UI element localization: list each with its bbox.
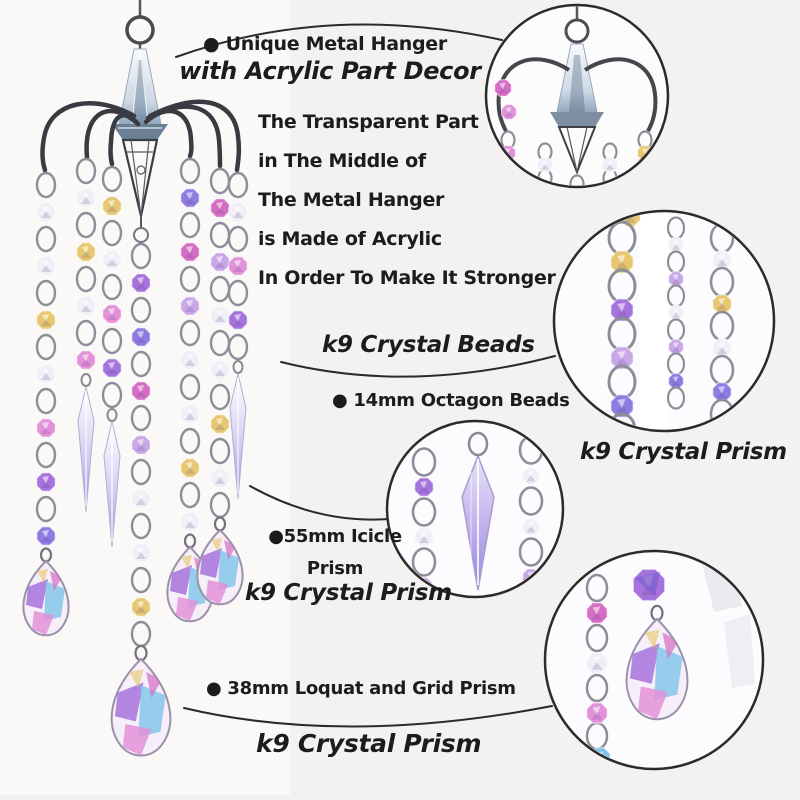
icicle-detail-block: ●55mm Icicle Prism [240, 521, 430, 585]
crystal-chains [22, 157, 249, 757]
label-14mm-octagon-beads: ● 14mm Octagon Beads [332, 390, 570, 411]
label-acrylic-part-decor: with Acrylic Part Decor [179, 57, 481, 85]
label-k9-crystal-beads: k9 Crystal Beads [322, 332, 535, 358]
callout-circle-hanger [484, 3, 670, 189]
bead-chain [196, 167, 244, 606]
bead-chain [101, 165, 123, 548]
leader-hanger [175, 23, 503, 58]
leader-beads [280, 355, 556, 378]
label-55mm-icicle: ●55mm Icicle [268, 526, 402, 547]
bead-chain [22, 171, 70, 637]
callout-lines [175, 23, 556, 728]
bead-chain [227, 171, 249, 500]
note-line-5: In Order To Make It Stronger [258, 267, 556, 289]
loquat-closeup [585, 552, 755, 768]
note-line-1: The Transparent Part [258, 111, 479, 133]
label-unique-metal-hanger: ● Unique Metal Hanger [203, 33, 447, 55]
callout-circle-bead-chains [552, 209, 776, 433]
icicle-closeup [411, 431, 544, 595]
label-k9-crystal-prism-mid: k9 Crystal Prism [245, 580, 452, 606]
note-line-2: in The Middle of [258, 150, 426, 172]
leader-icicle [249, 485, 389, 521]
acrylic-note-block: The Transparent Part in The Middle of Th… [258, 103, 588, 298]
filigree-cone [121, 138, 159, 217]
label-k9-crystal-prism-right: k9 Crystal Prism [580, 439, 787, 465]
bead-chain-closeup [607, 212, 735, 430]
callout-circle-loquat [543, 549, 765, 771]
top-ring [125, 15, 155, 45]
leader-loquat [183, 705, 553, 728]
label-k9-crystal-prism-bottom: k9 Crystal Prism [256, 729, 482, 758]
product-photo [22, 0, 249, 757]
note-line-4: is Made of Acrylic [258, 228, 442, 250]
hanger-closeup [494, 6, 658, 186]
hanger-arms [40, 99, 242, 173]
label-icicle-prism-word: Prism [306, 558, 364, 579]
bead-chain [75, 157, 97, 513]
note-line-3: The Metal Hanger [258, 189, 445, 211]
label-38mm-loquat-grid-prism: ● 38mm Loquat and Grid Prism [206, 678, 516, 699]
bead-chain [110, 242, 172, 757]
callout-circle-icicle [385, 419, 565, 599]
